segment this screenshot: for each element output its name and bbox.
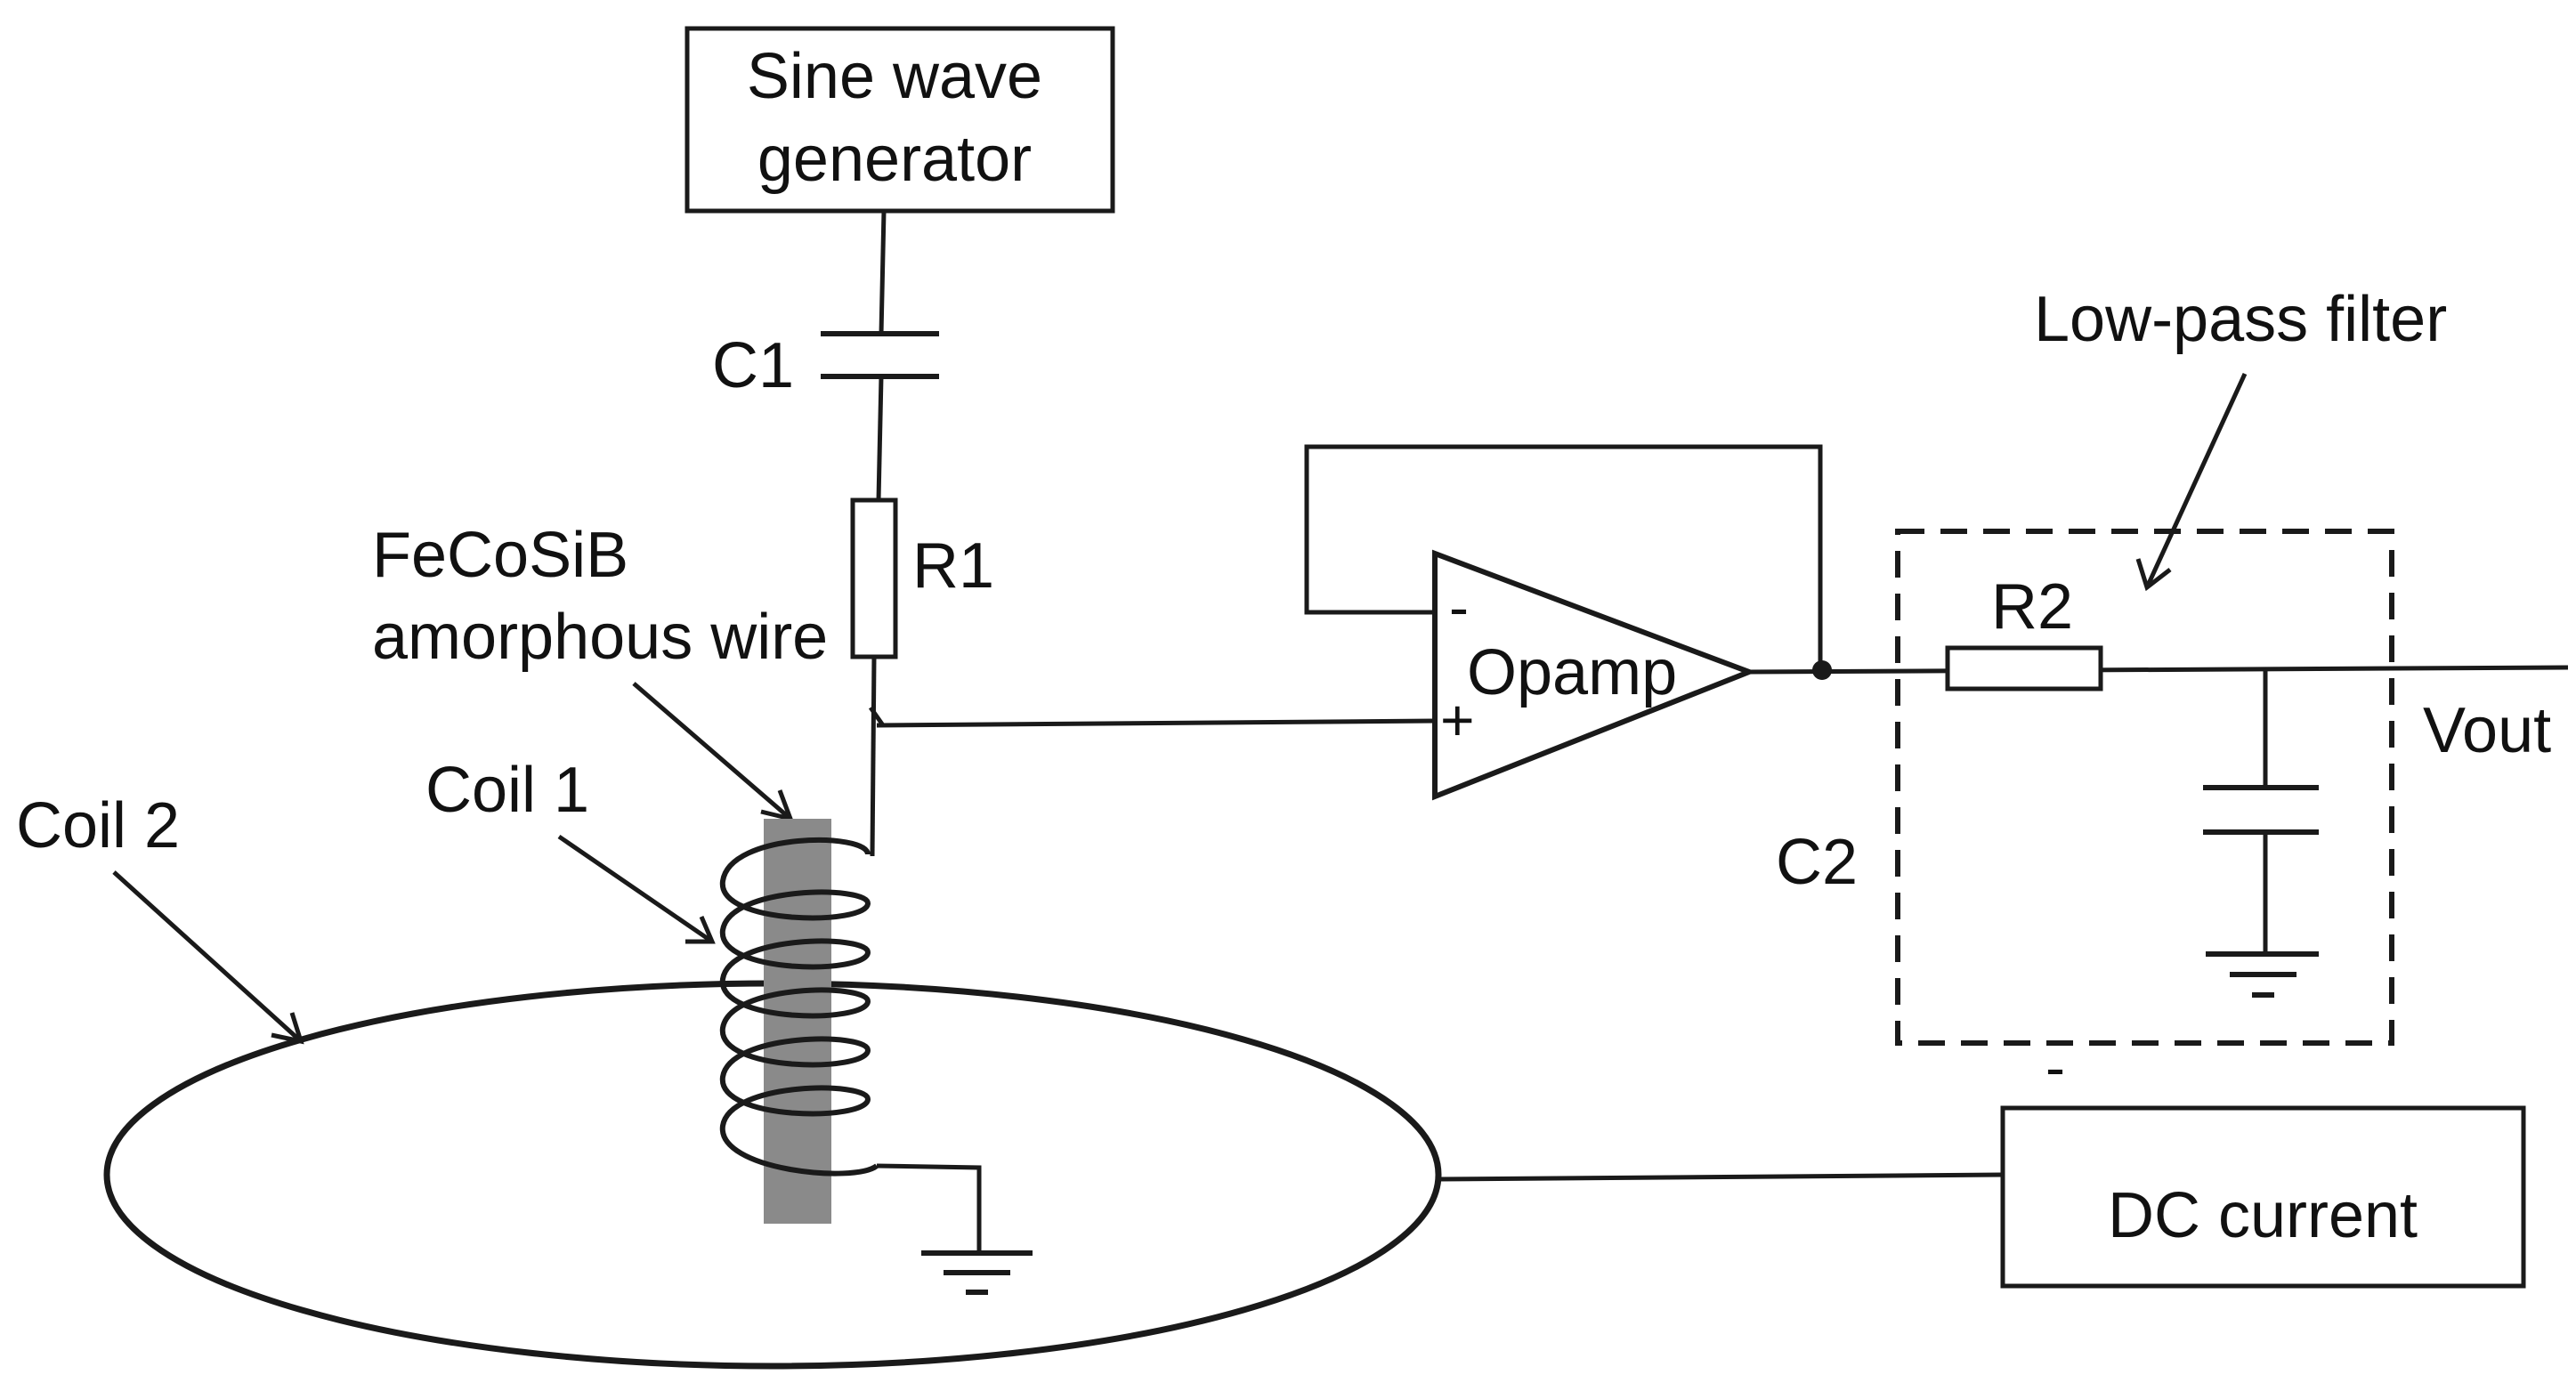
dc-current-label: DC current [2108, 1180, 2418, 1251]
opamp-triangle [1432, 549, 1757, 801]
wire-c1-to-r1 [876, 376, 884, 501]
r1-resistor [850, 497, 898, 659]
lpf-label: Low-pass filter [2034, 284, 2447, 355]
opamp-label: Opamp [1467, 637, 1677, 708]
r2-label: R2 [1991, 571, 2073, 643]
dc-current-box [2000, 1105, 2526, 1289]
amorphous-wire-bar [764, 819, 831, 1224]
r2-resistor [1945, 645, 2103, 691]
lpf-arrow [2144, 372, 2248, 589]
coil2-arrow [112, 870, 303, 1043]
wire-label-arrow [632, 682, 792, 821]
coil1-label: Coil 1 [425, 755, 589, 826]
sine-generator-label-line2: generator [757, 124, 1032, 195]
coil2-label: Coil 2 [16, 790, 180, 861]
opamp-plus-label: + [1440, 687, 1475, 753]
wire-node-to-opamp-plus [876, 718, 1436, 728]
wire-r1-to-node [870, 656, 877, 857]
lpf-arrowhead [2135, 558, 2172, 592]
vout-label: Vout [2423, 695, 2551, 766]
wire-opamp-output [1748, 665, 2569, 675]
coil1-arrow [557, 834, 714, 944]
coil1-loops [719, 837, 879, 1177]
lpf-dashed-box [1895, 529, 2394, 1046]
r1-label: R1 [912, 530, 994, 602]
c1-label: C1 [712, 330, 794, 401]
c2-label: C2 [1776, 827, 1858, 898]
wire-label-line1: FeCoSiB [372, 520, 628, 591]
wire-gen-to-c1 [879, 210, 887, 335]
wire-coil1-to-ground [876, 1163, 982, 1253]
coil2-arrowhead [271, 1012, 304, 1045]
wire-label-line2: amorphous wire [372, 602, 828, 673]
output-node-dot [1812, 660, 1832, 680]
sine-generator-label-line1: Sine wave [747, 41, 1042, 112]
wire-coil2-to-dc [1438, 1172, 2004, 1182]
stray-minus-label: - [2045, 1034, 2065, 1100]
feedback-wire [1304, 444, 1823, 669]
opamp-minus-label: - [1449, 574, 1469, 640]
sine-generator-box [685, 26, 1115, 214]
wire-node-notch [868, 706, 886, 727]
coil1-arrowhead [685, 916, 716, 944]
